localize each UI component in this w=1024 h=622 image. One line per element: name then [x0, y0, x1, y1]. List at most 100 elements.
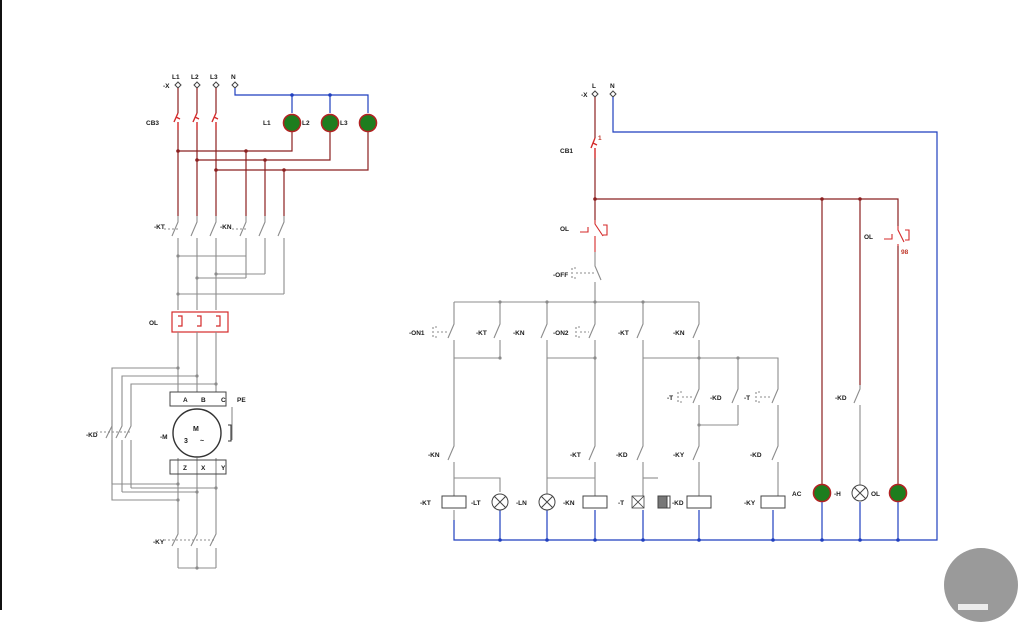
- row2-label-0: -T: [667, 395, 673, 402]
- coil-label-0: -KT: [420, 500, 431, 507]
- phase-label-l1: L1: [172, 74, 180, 81]
- power-circuit: -X L1 L2 L3 N: [86, 74, 378, 570]
- coil-label-3: -KN: [563, 500, 575, 507]
- coil-kt-icon: [441, 495, 467, 509]
- row3-label-0: -KN: [428, 452, 440, 459]
- stop-button-label: -OFF: [553, 272, 568, 279]
- row1-label-0: -ON1: [409, 330, 425, 337]
- contact-junctions: [176, 254, 218, 296]
- control-neutral-label: N: [610, 83, 615, 90]
- motor-tag: -M: [160, 434, 168, 441]
- lamp-h-label: -H: [834, 491, 841, 498]
- row2-label-1: -KD: [710, 395, 722, 402]
- motor-name: M: [193, 426, 199, 433]
- phase-label-l3: L3: [210, 74, 218, 81]
- overload-nc-symbol: [580, 220, 608, 252]
- lamp-ol-label: OL: [871, 491, 880, 498]
- coil-kn-icon: [582, 495, 608, 509]
- terminal-b: B: [201, 397, 206, 404]
- line-junctions: [593, 197, 862, 201]
- line-wire-control: [594, 97, 899, 484]
- phase-label-l2: L2: [191, 74, 199, 81]
- coil-kd-icon: [686, 495, 712, 509]
- terminal-y: Y: [221, 465, 226, 472]
- coil-label-5: -KD: [672, 500, 684, 507]
- row1-label-1: -KT: [476, 330, 487, 337]
- overload-no-pin: 98: [901, 249, 909, 256]
- timer-block-icon: [657, 495, 668, 509]
- supply-terminals: [174, 81, 239, 89]
- pilot-lamps: [491, 484, 869, 511]
- scroll-button-indicator: [958, 604, 988, 610]
- lamp-ol-green-icon: [888, 483, 908, 503]
- power-supply-marker: -X: [163, 83, 170, 90]
- lamp-l2-icon: [320, 113, 340, 133]
- earth-label: PE: [237, 397, 246, 404]
- lamp-l1-label: L1: [263, 120, 271, 127]
- breaker-cb3-symbol: [173, 112, 219, 130]
- control-supply-marker: -X: [581, 92, 588, 99]
- terminal-x: X: [201, 465, 206, 472]
- coil-label-1: -LT: [471, 500, 481, 507]
- control-grey-wires: [432, 252, 861, 520]
- terminal-c: C: [221, 397, 226, 404]
- control-circuit: -X L N: [409, 83, 938, 542]
- motor-icon: [172, 408, 232, 458]
- overload-label: OL: [149, 320, 158, 327]
- lamp-l1-icon: [282, 113, 302, 133]
- terminal-z: Z: [183, 465, 187, 472]
- neutral-label: N: [231, 74, 236, 81]
- neutral-wire-control: [453, 97, 938, 541]
- phase-wires: [177, 88, 369, 216]
- row2-label-2: -T: [744, 395, 750, 402]
- scroll-to-top-button[interactable]: [944, 548, 1018, 622]
- timer-diag: [631, 495, 645, 509]
- overload-relay-symbol: [171, 311, 229, 333]
- phase-junctions: [176, 149, 286, 172]
- control-grey-junctions: [498, 300, 740, 427]
- motor-phases: 3: [184, 438, 188, 445]
- breaker-cb1-symbol: [590, 137, 598, 158]
- row3-label-3: -KY: [673, 452, 685, 459]
- motor-feed-wires: [96, 332, 233, 569]
- lamp-l3-icon: [358, 113, 378, 133]
- coil-label-6: -KY: [744, 500, 756, 507]
- row1-label-4: -KT: [618, 330, 629, 337]
- lamp-l3-label: L3: [340, 120, 348, 127]
- frame-border: [0, 0, 2, 610]
- delta-contactor-label: -KY: [153, 539, 165, 546]
- overload-no-label: OL: [864, 234, 873, 241]
- row2-label-3: -KD: [835, 395, 847, 402]
- coil-label-4: -T: [618, 500, 624, 507]
- lamp-h-icon: [812, 483, 832, 503]
- row1-label-5: -KN: [673, 330, 685, 337]
- breaker-cb3-label: CB3: [146, 120, 159, 127]
- ac-label: AC: [792, 491, 802, 498]
- indicator-lamps: [282, 113, 378, 133]
- motor-wave: ~: [200, 438, 204, 445]
- overload-no-symbol: [884, 226, 910, 246]
- lamp-l2-label: L2: [302, 120, 310, 127]
- row1-label-2: -KN: [513, 330, 525, 337]
- overload-nc-label: OL: [560, 226, 569, 233]
- neutral-junctions-control: [498, 538, 900, 542]
- coil-ky-icon: [760, 495, 786, 509]
- contactor-kt-label: -KT: [154, 224, 165, 231]
- neutral-junctions-power: [290, 93, 332, 97]
- row3-label-4: -KD: [750, 452, 762, 459]
- motor-junctions: [176, 366, 218, 570]
- star-contactor-label: -KD: [86, 432, 98, 439]
- breaker-cb1-pin: 1: [598, 135, 602, 142]
- motor-terminal-box: [169, 391, 227, 475]
- main-contacts: [164, 216, 285, 310]
- terminal-a: A: [183, 397, 188, 404]
- control-terminals: [591, 90, 617, 98]
- neutral-wire-power: [234, 88, 369, 113]
- row1-label-3: -ON2: [553, 330, 569, 337]
- row3-label-1: -KT: [570, 452, 581, 459]
- contactor-kn-label: -KN: [220, 224, 232, 231]
- control-line-label: L: [592, 83, 596, 90]
- row3-label-2: -KD: [616, 452, 628, 459]
- breaker-cb1-label: CB1: [560, 148, 573, 155]
